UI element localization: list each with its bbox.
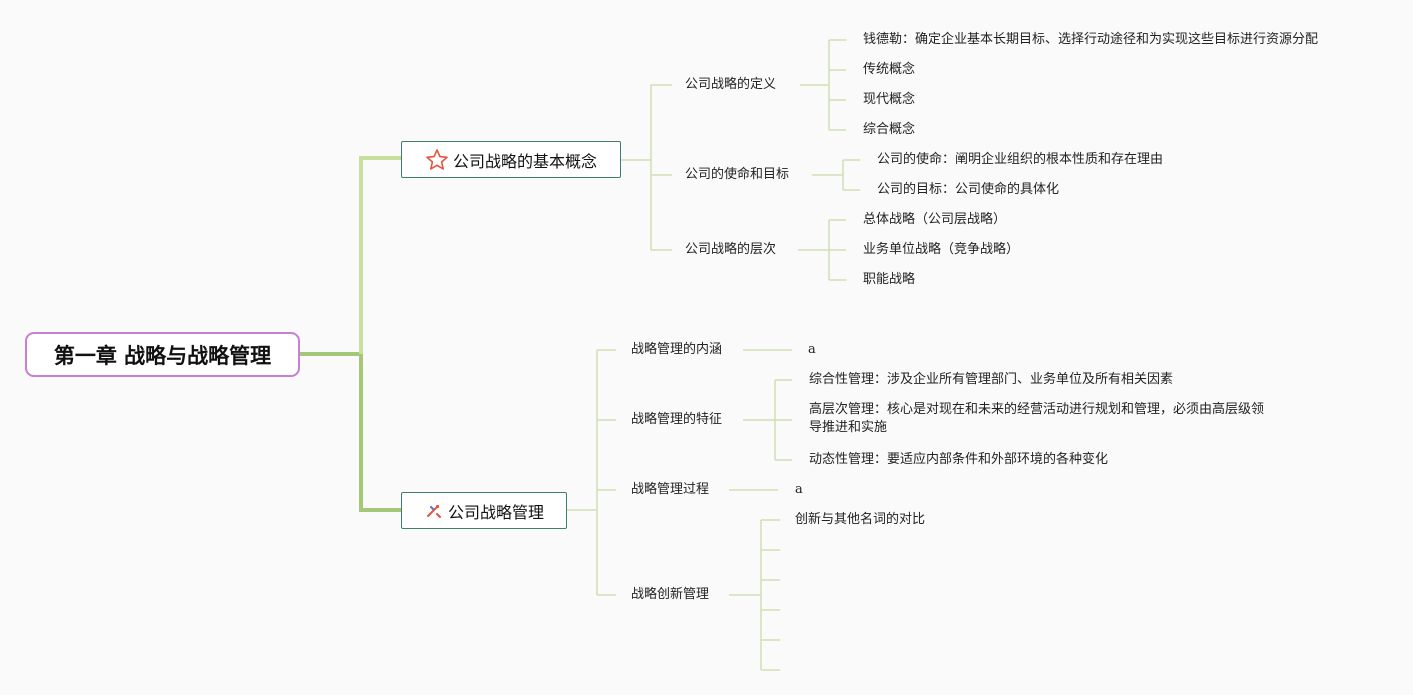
tools-icon <box>424 501 444 521</box>
leaf-integrated[interactable]: 综合概念 <box>863 122 916 137</box>
subtopic-process[interactable]: 战略管理过程 <box>631 482 710 497</box>
leaf-high-level-line1: 高层次管理：核心是对现在和未来的经营活动进行规划和管理，必须由高层级领 <box>809 402 1265 417</box>
topic-label: 公司战略的基本概念 <box>452 151 597 171</box>
root-topic-label: 第一章 战略与战略管理 <box>53 343 272 368</box>
root-topic[interactable]: 第一章 战略与战略管理 <box>25 332 300 377</box>
subtopic-definition[interactable]: 公司战略的定义 <box>685 77 777 92</box>
topic-strategy-concepts[interactable]: 公司战略的基本概念 <box>401 141 621 178</box>
connector-root-branch2 <box>359 354 401 512</box>
leaf-empty[interactable] <box>795 661 835 679</box>
topic-strategic-management[interactable]: 公司战略管理 <box>401 492 567 529</box>
subtopic-connotation[interactable]: 战略管理的内涵 <box>631 342 723 357</box>
leaf-high-level[interactable]: 高层次管理：核心是对现在和未来的经营活动进行规划和管理，必须由高层级领 导推进和… <box>809 401 1264 437</box>
leaf-empty[interactable] <box>795 541 835 559</box>
subtopic-innovation[interactable]: 战略创新管理 <box>631 587 710 602</box>
leaf-traditional[interactable]: 传统概念 <box>863 62 916 77</box>
leaf-corporate-strategy[interactable]: 总体战略（公司层战略） <box>863 212 1007 227</box>
leaf-business-strategy[interactable]: 业务单位战略（竞争战略） <box>863 242 1020 257</box>
subtopic-characteristics[interactable]: 战略管理的特征 <box>631 412 723 427</box>
leaf-empty[interactable] <box>795 601 835 619</box>
leaf-connotation-a[interactable]: a <box>808 342 816 357</box>
leaf-empty[interactable] <box>795 631 835 649</box>
leaf-high-level-line2: 导推进和实施 <box>809 420 888 435</box>
subtopic-levels[interactable]: 公司战略的层次 <box>685 242 777 257</box>
leaf-modern[interactable]: 现代概念 <box>863 92 916 107</box>
subtopic-mission-goals[interactable]: 公司的使命和目标 <box>685 167 790 182</box>
leaf-process-a[interactable]: a <box>795 482 803 497</box>
branch1-connectors <box>620 39 860 281</box>
leaf-mission[interactable]: 公司的使命：阐明企业组织的根本性质和存在理由 <box>877 152 1164 167</box>
leaf-comprehensive[interactable]: 综合性管理：涉及企业所有管理部门、业务单位及所有相关因素 <box>809 372 1174 387</box>
leaf-functional-strategy[interactable]: 职能战略 <box>863 272 916 287</box>
leaf-innovation-comparison[interactable]: 创新与其他名词的对比 <box>795 512 926 527</box>
leaf-dynamic[interactable]: 动态性管理：要适应内部条件和外部环境的各种变化 <box>809 452 1109 467</box>
star-icon <box>425 148 449 172</box>
leaf-empty[interactable] <box>795 571 835 589</box>
topic-label: 公司战略管理 <box>447 502 544 522</box>
root-connectors <box>300 156 401 512</box>
branch2-connectors <box>566 349 792 671</box>
leaf-chandler[interactable]: 钱德勒：确定企业基本长期目标、选择行动途径和为实现这些目标进行资源分配 <box>863 32 1319 47</box>
connector-root-branch1 <box>359 156 401 354</box>
leaf-goal[interactable]: 公司的目标：公司使命的具体化 <box>877 182 1060 197</box>
